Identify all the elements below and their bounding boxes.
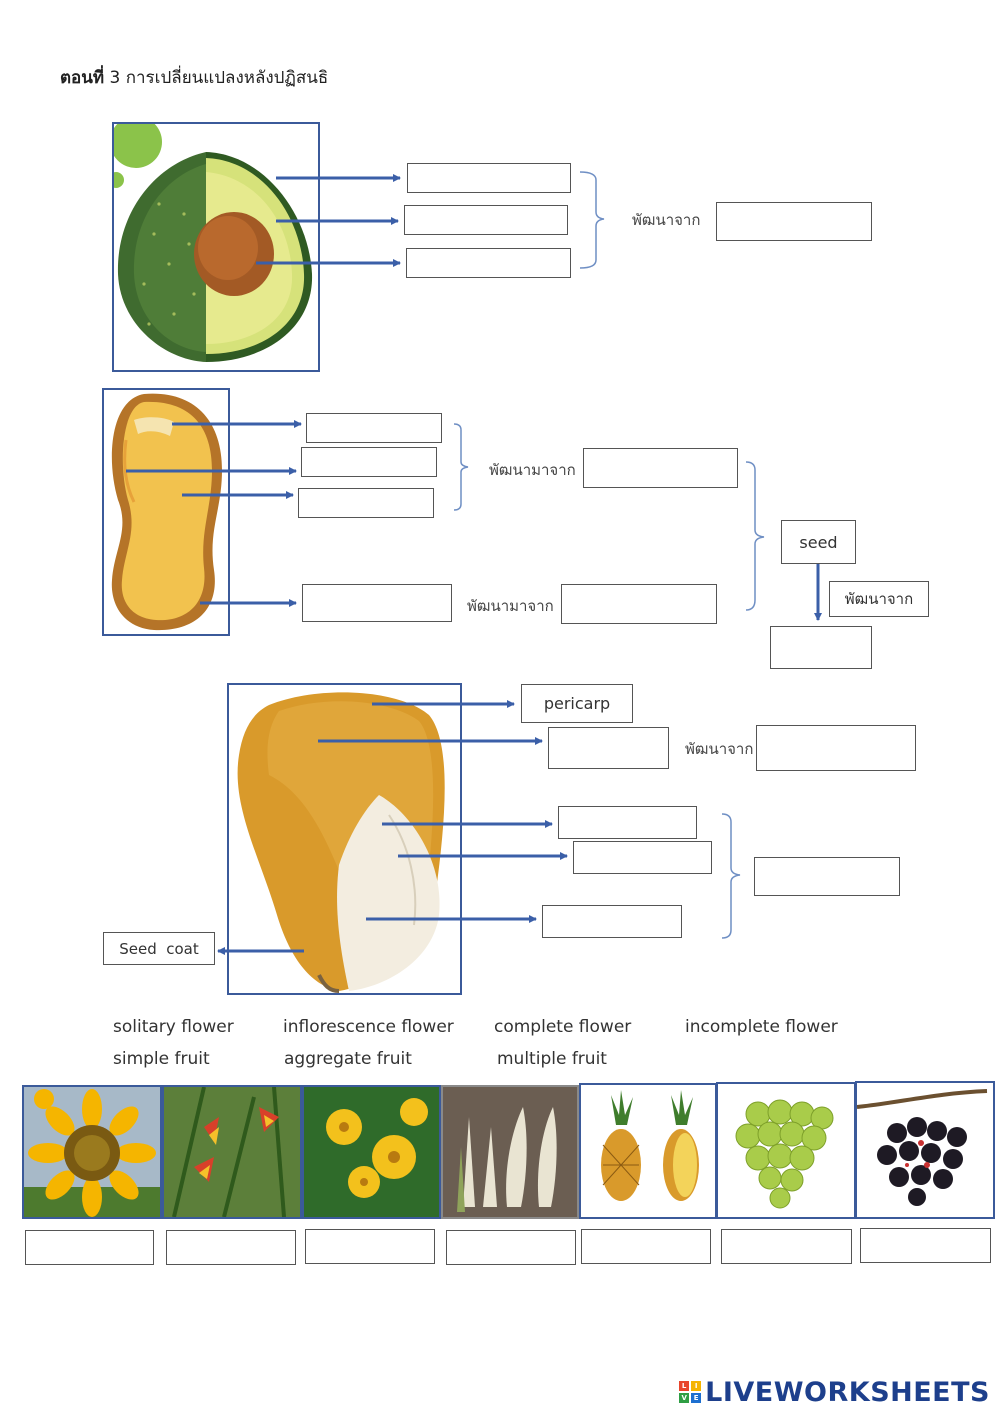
avocado-answer-2[interactable] — [404, 205, 568, 235]
seed-develops-from-box: พัฒนาจาก — [829, 581, 929, 617]
heading-bold: ตอนที่ — [60, 68, 105, 88]
bean-origin-bottom-answer[interactable] — [561, 584, 717, 624]
logo-block-l: L — [679, 1381, 690, 1391]
seed-coat-label: Seed coat — [119, 939, 199, 958]
corn-answer-2[interactable] — [558, 806, 697, 839]
word-aggregate-fruit: aggregate fruit — [284, 1049, 412, 1069]
bean-develops-from-bottom: พัฒนามาจาก — [467, 597, 554, 615]
liveworksheets-logo: L I V E LIVEWORKSHEETS — [679, 1374, 990, 1410]
corn-answer-1[interactable] — [548, 727, 669, 769]
avocado-image — [112, 122, 320, 372]
photo-answer-7[interactable] — [860, 1228, 991, 1263]
bean-seed-image — [102, 388, 230, 636]
seed-origin-answer[interactable] — [770, 626, 872, 669]
green-grapes-photo — [716, 1082, 856, 1219]
banana-flower-photo — [441, 1085, 579, 1219]
photo-answer-2[interactable] — [166, 1230, 296, 1265]
brace — [745, 461, 765, 611]
photo-answer-4[interactable] — [446, 1230, 576, 1265]
pineapple-photo — [579, 1083, 717, 1219]
bean-develops-from-top: พัฒนามาจาก — [489, 461, 576, 479]
word-complete-flower: complete flower — [494, 1017, 632, 1037]
corn-answer-3[interactable] — [573, 841, 712, 874]
heading-text: 3 การเปลี่ยนแปลงหลังปฏิสนธิ — [109, 68, 329, 88]
bean-answer-3[interactable] — [298, 488, 434, 518]
word-multiple-fruit: multiple fruit — [497, 1049, 607, 1069]
pericarp-label-box: pericarp — [521, 684, 633, 723]
bean-answer-1[interactable] — [306, 413, 442, 443]
avocado-answer-3[interactable] — [406, 248, 571, 278]
corn-answer-4[interactable] — [542, 905, 682, 938]
avocado-develops-from-label: พัฒนาจาก — [632, 211, 701, 229]
corn-group-answer[interactable] — [754, 857, 900, 896]
word-incomplete-flower: incomplete flower — [685, 1017, 838, 1037]
page-heading: ตอนที่ 3 การเปลี่ยนแปลงหลังปฏิสนธิ — [60, 64, 328, 91]
brace — [721, 813, 741, 939]
word-simple-fruit: simple fruit — [113, 1049, 210, 1069]
logo-block-i: I — [691, 1381, 702, 1391]
avocado-origin-answer[interactable] — [716, 202, 872, 241]
logo-block-e: E — [691, 1393, 702, 1403]
logo-blocks: L I V E — [679, 1381, 702, 1403]
logo-block-v: V — [679, 1393, 690, 1403]
bean-answer-2[interactable] — [301, 447, 437, 477]
word-inflorescence-flower: inflorescence flower — [283, 1017, 454, 1037]
photo-answer-5[interactable] — [581, 1229, 711, 1264]
seed-coat-label-box: Seed coat — [103, 932, 215, 965]
bean-origin-top-answer[interactable] — [583, 448, 738, 488]
black-berries-photo — [855, 1081, 995, 1219]
corn-origin-answer[interactable] — [756, 725, 916, 771]
seed-develops-from-label: พัฒนาจาก — [844, 590, 914, 608]
logo-text: LIVEWORKSHEETS — [705, 1376, 990, 1408]
avocado-answer-1[interactable] — [407, 163, 571, 193]
corn-grain-image — [227, 683, 462, 995]
brace — [579, 171, 605, 269]
word-solitary-flower: solitary flower — [113, 1017, 234, 1037]
bean-answer-4[interactable] — [302, 584, 452, 622]
sunflower-photo — [22, 1085, 162, 1219]
photo-answer-3[interactable] — [305, 1229, 435, 1264]
photo-answer-1[interactable] — [25, 1230, 154, 1265]
yellow-flower-photo — [302, 1085, 441, 1219]
seed-label: seed — [799, 532, 838, 552]
corn-develops-from-label: พัฒนาจาก — [685, 740, 754, 758]
brace — [453, 423, 469, 511]
pericarp-label: pericarp — [543, 694, 611, 713]
seed-label-box: seed — [781, 520, 856, 564]
gloriosa-lily-photo — [162, 1085, 302, 1219]
photo-answer-6[interactable] — [721, 1229, 852, 1264]
